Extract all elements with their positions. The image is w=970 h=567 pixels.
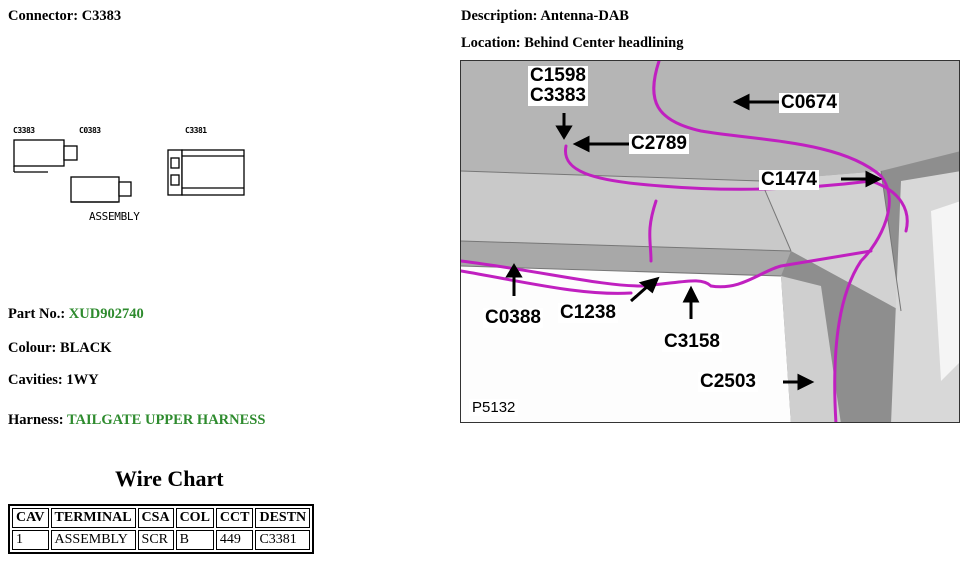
callout-c2789: C2789 — [629, 133, 689, 154]
cell-col: B — [175, 530, 214, 550]
drawing-label-1: C3383 — [13, 126, 35, 135]
colour-label: Colour: — [8, 340, 60, 356]
wire-chart-table: CAV TERMINAL CSA COL CCT DESTN 1 ASSEMBL… — [8, 504, 315, 554]
photo-illustration — [461, 61, 959, 422]
part-no-label: Part No.: — [8, 306, 69, 322]
cell-destn: C3381 — [255, 530, 311, 550]
harness-field: Harness: TAILGATE UPPER HARNESS — [8, 412, 265, 429]
drawing-label-3: C3381 — [185, 126, 207, 135]
photo-code: P5132 — [469, 399, 519, 416]
connector-value: C3383 — [81, 8, 122, 24]
callout-c0388: C0388 — [483, 307, 543, 328]
description-value: Antenna-DAB — [540, 8, 629, 24]
cavities-value: 1WY — [66, 372, 99, 388]
location-value: Behind Center headlining — [524, 35, 684, 51]
cell-terminal: ASSEMBLY — [50, 530, 136, 550]
cavities-label: Cavities: — [8, 372, 67, 388]
cavities-field: Cavities: 1WY — [8, 372, 99, 389]
callout-c2503: C2503 — [698, 371, 758, 392]
callout-c3158: C3158 — [662, 331, 722, 352]
wire-chart-header-row: CAV TERMINAL CSA COL CCT DESTN — [12, 508, 311, 528]
wire-chart-title: Wire Chart — [115, 466, 224, 491]
callout-c3383: C3383 — [528, 85, 588, 106]
harness-link[interactable]: TAILGATE UPPER HARNESS — [66, 412, 266, 428]
header-csa: CSA — [137, 508, 174, 528]
location-field: Location: Behind Center headlining — [461, 35, 684, 52]
description-field: Description: Antenna-DAB — [461, 8, 629, 25]
description-label: Description: — [461, 8, 541, 24]
callout-c0674: C0674 — [779, 92, 839, 113]
cell-csa: SCR — [137, 530, 174, 550]
connector-sketch — [13, 139, 245, 203]
callout-c1238: C1238 — [558, 302, 618, 323]
connector-field: Connector: C3383 — [8, 8, 121, 25]
colour-field: Colour: BLACK — [8, 340, 112, 357]
location-photo: C1598 C3383 C0674 C2789 C1474 C0388 C123… — [460, 60, 960, 423]
harness-label: Harness: — [8, 412, 67, 428]
header-col: COL — [175, 508, 214, 528]
part-no-field: Part No.: XUD902740 — [8, 306, 144, 323]
callout-c1598: C1598 — [528, 65, 588, 86]
drawing-caption: ASSEMBLY — [89, 210, 140, 223]
connector-label: Connector: — [8, 8, 82, 24]
cell-cav: 1 — [12, 530, 49, 550]
callout-c1474: C1474 — [759, 169, 819, 190]
colour-value: BLACK — [59, 340, 112, 356]
header-cct: CCT — [215, 508, 254, 528]
cell-cct: 449 — [215, 530, 254, 550]
table-row: 1 ASSEMBLY SCR B 449 C3381 — [12, 530, 311, 550]
header-terminal: TERMINAL — [50, 508, 136, 528]
connector-drawing: C3383 C0383 C3381 ASSEMBLY — [8, 120, 258, 230]
drawing-label-2: C0383 — [79, 126, 101, 135]
part-no-link[interactable]: XUD902740 — [68, 306, 144, 322]
header-cav: CAV — [12, 508, 49, 528]
location-label: Location: — [461, 35, 525, 51]
header-destn: DESTN — [255, 508, 311, 528]
